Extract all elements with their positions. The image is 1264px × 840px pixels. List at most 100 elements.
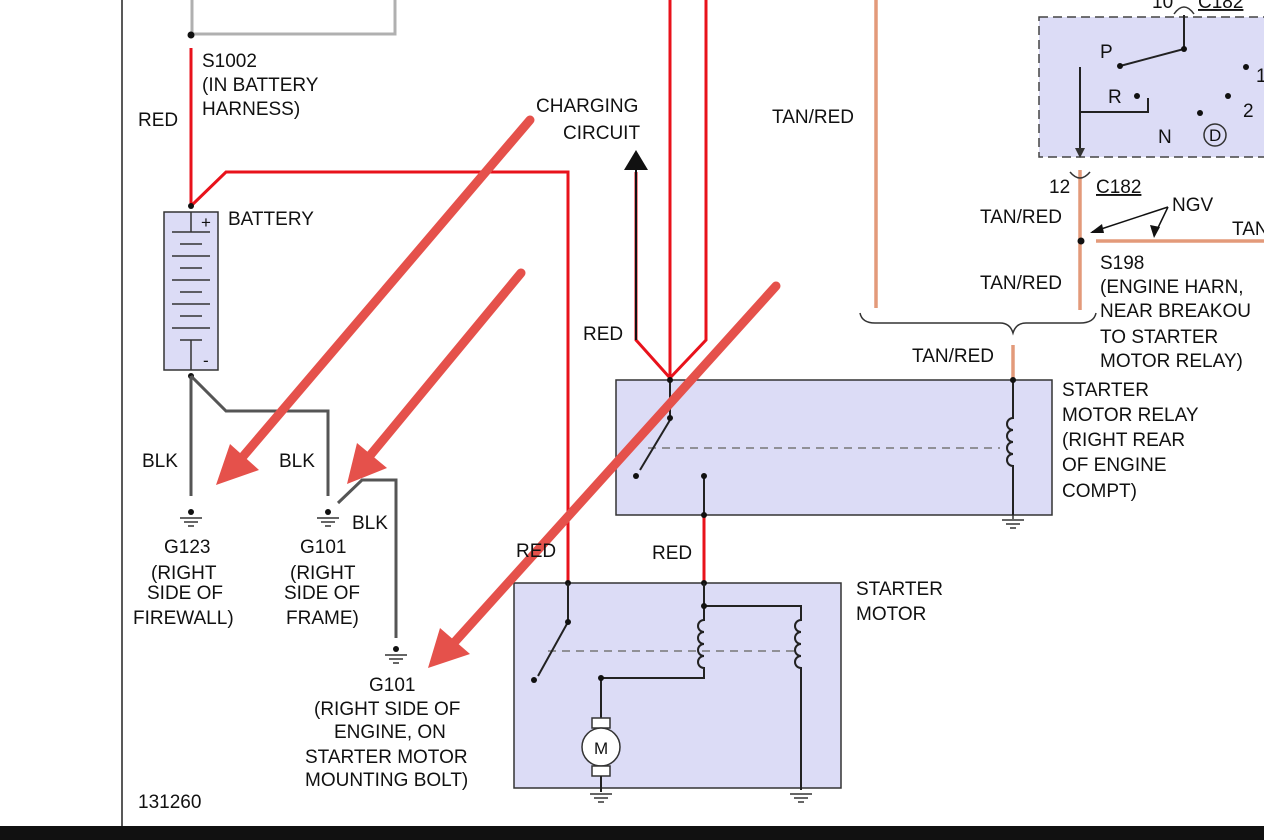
ground-g123-id: G123 xyxy=(164,537,210,558)
battery-plus-sign: + xyxy=(201,213,211,232)
relay-contact-pivot xyxy=(667,415,673,421)
splice-s198-note-2: NEAR BREAKOU xyxy=(1100,301,1251,322)
figure-number: 131260 xyxy=(138,792,201,813)
switch-label-r: R xyxy=(1108,87,1122,108)
ground-g101-engine-note-2: ENGINE, ON xyxy=(334,722,446,743)
range-switch-arrow xyxy=(1075,148,1085,158)
ngv-arrowhead-2 xyxy=(1150,225,1160,238)
battery-positive-dot xyxy=(188,203,194,209)
switch-pivot xyxy=(1181,46,1187,52)
splice-s1002-dot xyxy=(187,31,195,39)
motor-brush-top xyxy=(591,717,611,729)
connector-c182-top-label: C182 xyxy=(1198,0,1243,13)
switch-label-p: P xyxy=(1100,42,1113,63)
relay-contact-fixed xyxy=(633,473,639,479)
relay-label-4: OF ENGINE xyxy=(1062,455,1167,476)
ground-g101-frame-note-3: FRAME) xyxy=(286,608,359,629)
splice-s198-id: S198 xyxy=(1100,253,1144,274)
splice-s1002-note-2: HARNESS) xyxy=(202,99,300,120)
ground-g101-frame-note-2: SIDE OF xyxy=(284,583,360,604)
splice-s198-note-1: (ENGINE HARN, xyxy=(1100,277,1244,298)
relay-label-3: (RIGHT REAR xyxy=(1062,430,1185,451)
ground-g101-engine-note-1: (RIGHT SIDE OF xyxy=(314,699,460,720)
wire-label-red-upper: RED xyxy=(138,110,178,131)
switch-contact-1 xyxy=(1243,64,1249,70)
charging-circuit-label-2: CIRCUIT xyxy=(563,123,640,144)
charging-circuit-label-1: CHARGING xyxy=(536,96,638,117)
starter-motor-label-1: STARTER xyxy=(856,579,943,600)
gray-wire-top xyxy=(190,0,397,36)
starter-motor-ground-symbol xyxy=(590,793,612,803)
starter-hold-in-coil xyxy=(704,605,802,790)
relay-output-dot xyxy=(701,473,707,479)
wire-label-red-relay-out: RED xyxy=(652,543,692,564)
charging-circuit-arrowhead xyxy=(624,150,648,170)
switch-contact-n xyxy=(1197,110,1203,116)
wire-label-blk-3: BLK xyxy=(352,513,388,534)
annotation-arrow-to-g101-engine xyxy=(428,281,781,668)
ground-g123-note-1: (RIGHT xyxy=(151,563,217,584)
starter-contact-pivot xyxy=(565,619,571,625)
relay-label-2: MOTOR RELAY xyxy=(1062,405,1199,426)
wire-label-tan-red-top: TAN/RED xyxy=(772,107,854,128)
ground-g123-note-3: FIREWALL) xyxy=(133,608,234,629)
annotation-arrow-to-g101-frame xyxy=(347,268,526,484)
ground-g123-symbol xyxy=(180,509,202,527)
starter-motor-label-2: MOTOR xyxy=(856,604,926,625)
ground-g101-engine-note-3: STARTER MOTOR xyxy=(305,747,468,768)
splice-s1002-note-1: (IN BATTERY xyxy=(202,75,319,96)
ground-g123-note-2: SIDE OF xyxy=(147,583,223,604)
starter-coil-junction xyxy=(701,603,707,609)
splice-s198-note-3: TO STARTER xyxy=(1100,327,1218,348)
battery-minus-sign: - xyxy=(203,351,209,370)
switch-contact-r xyxy=(1134,93,1140,99)
switch-label-2: 2 xyxy=(1243,101,1254,122)
connector-c182-label: C182 xyxy=(1096,177,1141,198)
switch-label-d: D xyxy=(1209,126,1221,145)
wire-label-red-relay-in: RED xyxy=(583,324,623,345)
wire-label-tan-red-relay: TAN/RED xyxy=(912,346,994,367)
ground-g101-engine-symbol xyxy=(385,646,407,664)
relay-label-1: STARTER xyxy=(1062,380,1149,401)
ngv-label: NGV xyxy=(1172,195,1214,216)
wire-brace xyxy=(859,312,1097,336)
wire-label-tan-red-c182: TAN/RED xyxy=(980,207,1062,228)
connector-c182-top-pin: 10 xyxy=(1152,0,1173,13)
ground-g101-frame-id: G101 xyxy=(300,537,346,558)
relay-red-in-dot xyxy=(667,377,673,383)
ground-g101-frame-note-1: (RIGHT xyxy=(290,563,356,584)
switch-label-n: N xyxy=(1158,127,1172,148)
relay-coil-top-dot xyxy=(1010,377,1016,383)
red-wire-battery-to-starter xyxy=(189,170,570,583)
starter-contact-fixed xyxy=(531,677,537,683)
wire-label-tan-right: TAN xyxy=(1232,219,1264,240)
switch-contact-2 xyxy=(1225,93,1231,99)
starter-coil-ground-symbol xyxy=(790,793,812,803)
starter-motor-junction xyxy=(598,675,604,681)
ground-g101-engine-note-4: MOUNTING BOLT) xyxy=(305,770,468,791)
splice-s1002-id: S1002 xyxy=(202,51,257,72)
connector-c182-top-symbol xyxy=(1173,6,1195,15)
relay-ground-symbol xyxy=(1002,515,1024,529)
wire-label-tan-red-s198: TAN/RED xyxy=(980,273,1062,294)
wire-label-blk-1: BLK xyxy=(142,451,178,472)
relay-label-5: COMPT) xyxy=(1062,481,1137,502)
blk-wire-g101-engine xyxy=(336,478,398,638)
connector-c182-pin: 12 xyxy=(1049,177,1070,198)
motor-brush-bottom xyxy=(591,765,611,777)
battery-cells xyxy=(172,212,210,370)
starter-motor xyxy=(513,582,842,789)
wire-label-red-motor-left: RED xyxy=(516,541,556,562)
battery-label: BATTERY xyxy=(228,209,314,230)
bottom-bar xyxy=(0,826,1264,840)
switch-position-d-circle xyxy=(1203,123,1227,147)
relay-red-out-dot xyxy=(701,512,707,518)
splice-s198-note-4: MOTOR RELAY) xyxy=(1100,351,1243,372)
transmission-range-switch xyxy=(1038,16,1264,158)
switch-contact-p xyxy=(1117,63,1123,69)
wire-label-blk-2: BLK xyxy=(279,451,315,472)
ngv-arrowhead-1 xyxy=(1090,224,1104,233)
splice-s198-dot xyxy=(1077,237,1085,245)
relay-coil xyxy=(1006,380,1014,515)
